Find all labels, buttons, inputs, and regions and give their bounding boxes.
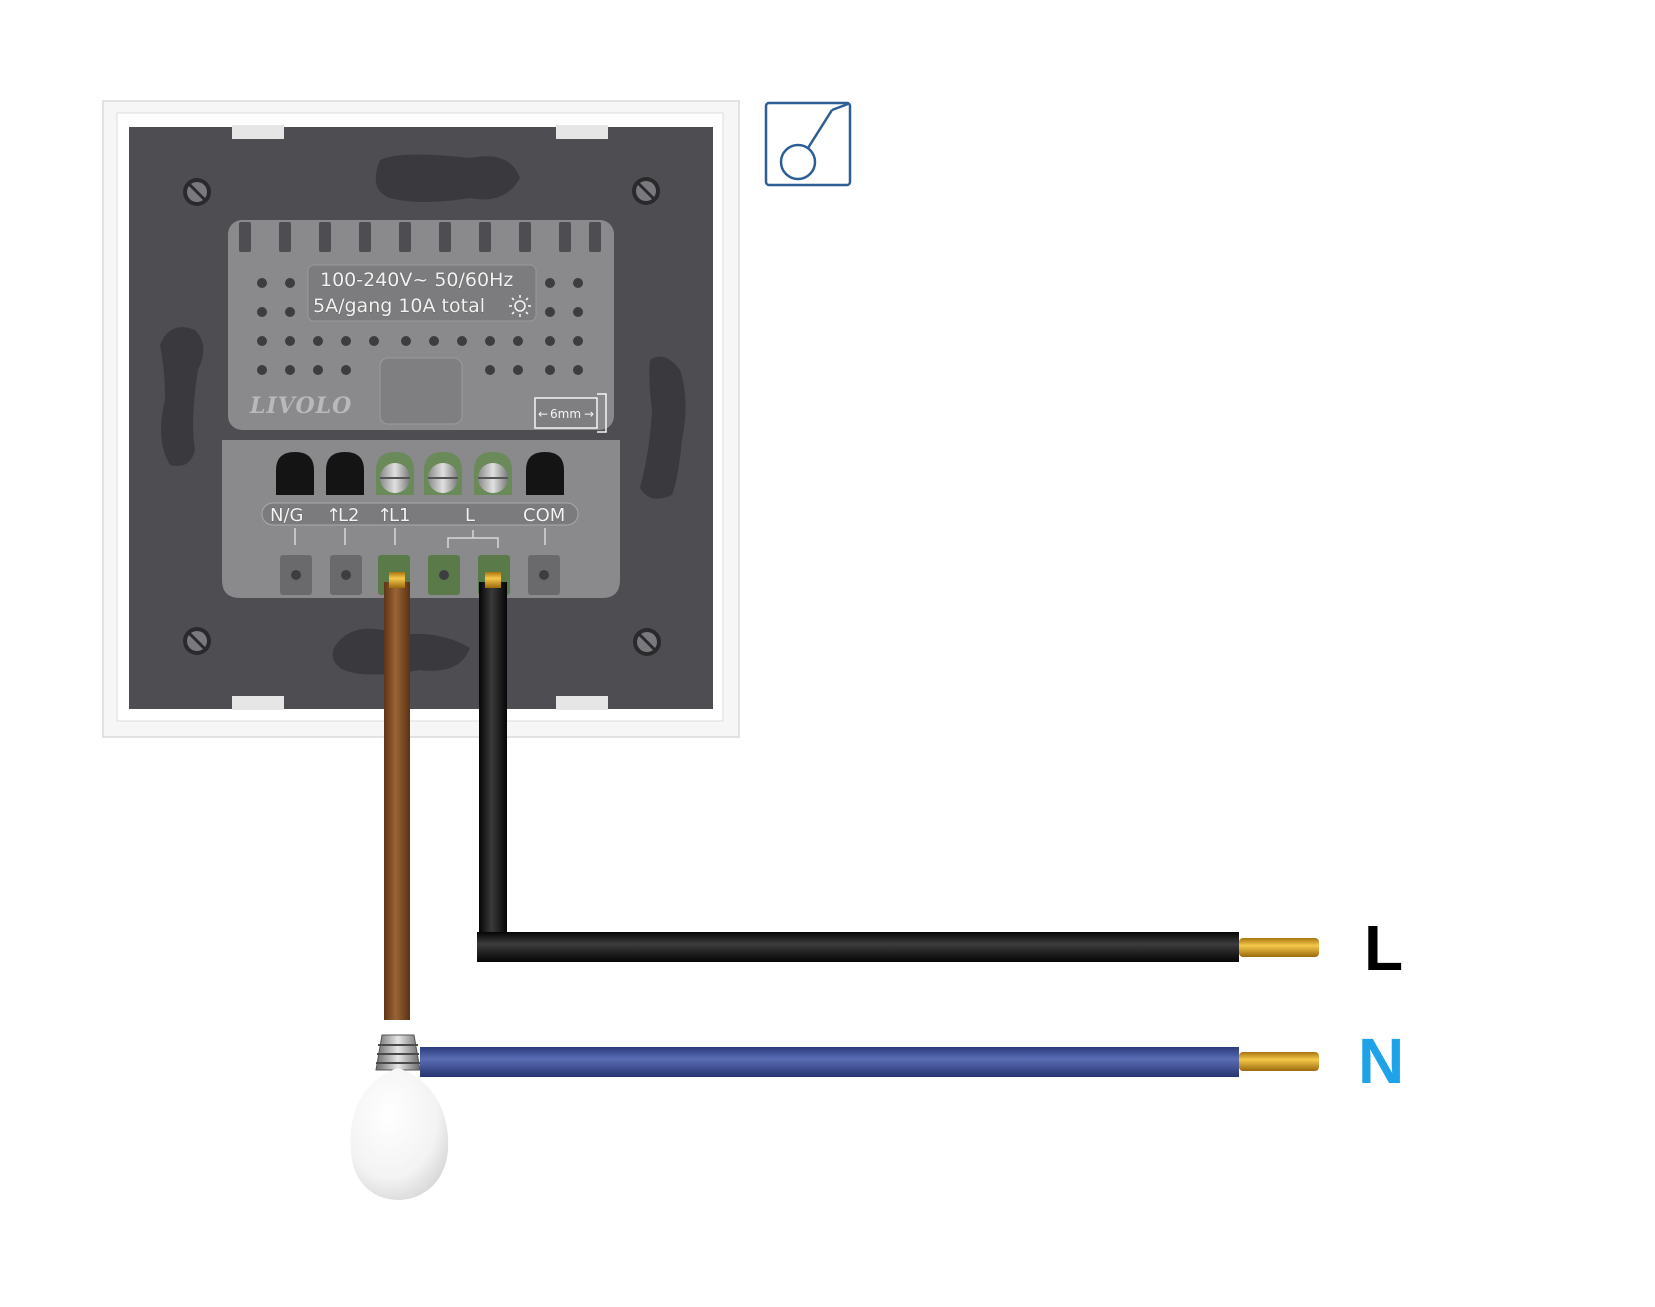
- screw-top-right: [632, 177, 660, 205]
- terminal-l-screw-a: [424, 452, 462, 495]
- neutral-line-label: N: [1358, 1025, 1404, 1097]
- svg-text:←: ←: [538, 407, 548, 421]
- terminal-label-l2-arrow: ↑: [326, 505, 341, 526]
- switch-panel: 100-240V~ 50/60Hz 5A/gang 10A total LIVO…: [102, 100, 740, 738]
- terminal-l-screw-b: [474, 452, 512, 495]
- live-wire-black: [477, 572, 1319, 962]
- terminal-label-l: L: [465, 505, 475, 526]
- load-wire-brown: [384, 572, 410, 1020]
- spec-voltage-text: 100-240V~ 50/60Hz: [320, 269, 513, 291]
- switch-module: 100-240V~ 50/60Hz 5A/gang 10A total LIVO…: [228, 220, 614, 433]
- screw-top-left: [183, 178, 211, 206]
- terminal-label-com: COM: [523, 505, 565, 526]
- spec-current-text: 5A/gang 10A total: [313, 295, 485, 317]
- neutral-wire-pin: [1239, 1052, 1319, 1071]
- strip-length-gauge: ← 6mm →: [534, 393, 607, 433]
- brand-logo: LIVOLO: [249, 393, 352, 419]
- terminal-label-ng: N/G: [270, 505, 303, 526]
- terminal-label-l2: L2: [338, 505, 359, 526]
- terminal-label-l1-arrow: ↑: [377, 505, 392, 526]
- sun-icon: [509, 295, 531, 317]
- terminal-label-l1: L1: [389, 505, 410, 526]
- terminal-block: N/G ↑ L2 ↑ L1 L COM: [222, 440, 620, 598]
- one-way-switch-symbol-icon: [764, 101, 852, 187]
- svg-text:→: →: [584, 407, 594, 421]
- live-line-label: L: [1364, 912, 1403, 984]
- terminal-l1-screw: [376, 452, 414, 495]
- live-wire-pin: [1239, 938, 1319, 957]
- strip-length-text: 6mm: [550, 407, 581, 421]
- spec-label-plate: [307, 264, 537, 322]
- screw-bottom-left: [183, 627, 211, 655]
- screw-bottom-right: [633, 628, 661, 656]
- neutral-wire-blue: [420, 1047, 1319, 1077]
- light-bulb-icon: [350, 1034, 449, 1200]
